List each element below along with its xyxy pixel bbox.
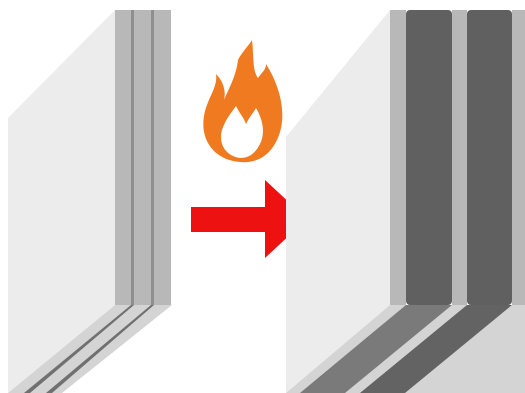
after-pane-face [286,10,390,393]
before-glass-pane [8,10,172,393]
before-interlayer-1 [131,10,134,305]
before-glass-layer-2 [134,10,151,305]
after-interlayer-1 [406,10,452,305]
before-glass-layer-3 [154,10,171,305]
before-pane-face [8,10,115,393]
after-glass-layer-3 [512,10,525,305]
flame-icon [203,40,283,163]
after-bottom-interlayer-2 [360,305,512,393]
flame-inner [220,106,263,158]
before-pane-bottom [8,305,172,393]
before-glass-layer-1 [115,10,131,305]
after-glass-pane [286,10,525,393]
after-glass-layer-2 [452,10,467,305]
after-glass-layer-1 [390,10,406,305]
before-interlayer-2 [151,10,154,305]
before-bottom-interlayer-2 [46,305,154,393]
arrow-shaft [191,207,266,232]
before-bottom-interlayer-1 [24,305,134,393]
after-bottom-interlayer-1 [300,305,452,393]
after-interlayer-2 [467,10,512,305]
